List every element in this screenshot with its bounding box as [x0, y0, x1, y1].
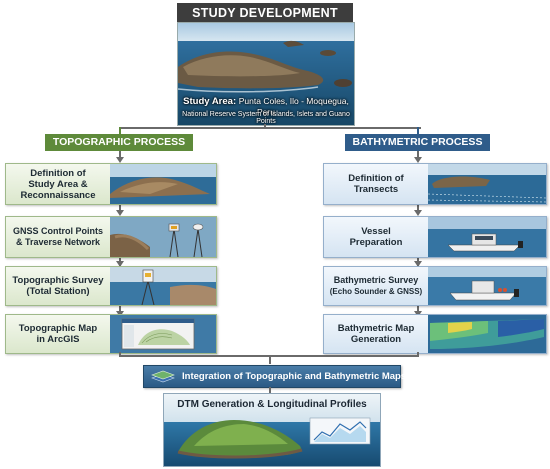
connector-line: [119, 127, 121, 135]
layers-icon: [151, 370, 175, 383]
coastal-island-image: [178, 23, 354, 125]
label-line: Definition of: [348, 173, 404, 184]
label-line: (Echo Sounder & GNSS): [329, 287, 423, 296]
connector-line: [417, 255, 419, 266]
label-line: Definition of: [30, 167, 86, 179]
topo-step-survey: Topographic Survey(Total Station): [5, 266, 217, 306]
arcgis-map-photo: [110, 315, 216, 353]
connector-line: [119, 255, 121, 266]
study-area-photo: Study Area: Punta Coles, Ilo - Moquegua,…: [177, 22, 355, 126]
connector-line: [264, 124, 266, 128]
down-arrow-icon: [414, 210, 422, 216]
connector-line: [119, 202, 121, 214]
study-area-location: Punta Coles, Ilo - Moquegua, Peru: [238, 96, 349, 117]
label-line: Generation: [350, 334, 402, 345]
study-area-reserve: National Reserve System of Islands, Isle…: [182, 111, 350, 125]
label-line: Preparation: [349, 237, 403, 248]
gnss-receiver-photo: [110, 217, 216, 257]
integration-step: Integration of Topographic and Bathymetr…: [143, 365, 406, 388]
connector-line: [119, 352, 121, 356]
bathy-step-label: Bathymetric Survey (Echo Sounder & GNSS): [324, 267, 428, 305]
dtm-island-image: [164, 394, 380, 466]
connector-line: [119, 151, 121, 161]
study-area-label: Study Area:: [183, 96, 237, 107]
connector-line: [417, 303, 419, 315]
study-area-caption: Study Area: Punta Coles, Ilo - Moquegua,…: [178, 96, 354, 118]
integration-label: Integration of Topographic and Bathymetr…: [182, 371, 407, 382]
down-arrow-icon: [414, 157, 422, 163]
down-arrow-icon: [116, 261, 124, 267]
down-arrow-icon: [414, 261, 422, 267]
bathymetric-header: BATHYMETRIC PROCESS: [345, 134, 490, 151]
bathy-step-survey: Bathymetric Survey (Echo Sounder & GNSS): [323, 266, 547, 306]
bathymetric-surface-photo: [428, 315, 546, 353]
connector-line: [269, 387, 271, 393]
label-line: Bathymetric Survey: [333, 275, 419, 285]
topographic-header: TOPOGRAPHIC PROCESS: [45, 134, 193, 151]
connector-line: [417, 352, 419, 356]
label-line: Bathymetric Map: [337, 323, 415, 334]
label-line: (Total Station): [26, 286, 90, 297]
connector-line: [417, 202, 419, 214]
label-line: & Traverse Network: [15, 237, 101, 247]
topo-step-label: GNSS Control Points& Traverse Network: [6, 217, 110, 257]
label-line: GNSS Control Points: [13, 226, 103, 236]
headland-photo: [110, 164, 216, 204]
connector-line: [269, 356, 271, 364]
label-line: Study Area &: [28, 178, 88, 190]
label-line: Transects: [353, 184, 399, 195]
transect-sea-photo: [428, 164, 546, 204]
label-line: Topographic Survey: [12, 275, 104, 286]
survey-vessel-photo: [428, 217, 546, 257]
diagram-title: STUDY DEVELOPMENT: [177, 3, 353, 23]
topo-step-gnss: GNSS Control Points& Traverse Network: [5, 216, 217, 258]
dtm-label: DTM Generation & Longitudinal Profiles: [177, 399, 367, 410]
connector-line: [417, 151, 419, 161]
echo-sounder-boat-photo: [428, 267, 546, 305]
connector-line: [417, 127, 419, 135]
dtm-output-step: DTM Generation & Longitudinal Profiles: [163, 393, 381, 467]
label-line: Topographic Map: [18, 323, 98, 334]
connector-line: [119, 303, 121, 315]
down-arrow-icon: [116, 157, 124, 163]
label-line: Reconnaissance: [20, 189, 96, 201]
label-line: Vessel: [361, 226, 391, 237]
connector-line: [119, 127, 421, 129]
topo-step-label: Topographic Survey(Total Station): [6, 267, 110, 305]
label-line: in ArcGIS: [36, 334, 80, 345]
down-arrow-icon: [116, 210, 124, 216]
total-station-photo: [110, 267, 216, 305]
